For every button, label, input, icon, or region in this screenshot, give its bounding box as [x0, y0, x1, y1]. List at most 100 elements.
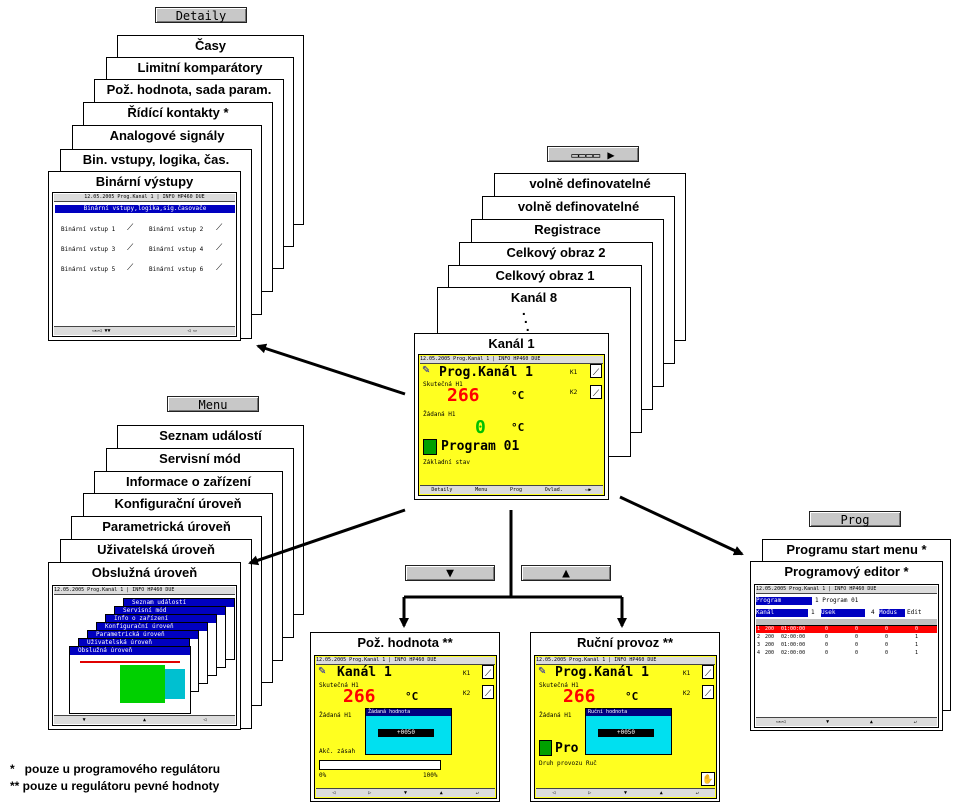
- prog-editor-cell[interactable]: 02:00:00: [781, 650, 806, 656]
- softkey-right-icon[interactable]: ▷: [368, 790, 372, 796]
- main-screen-topbar: 12.05.2005 Prog.Kanál 1 | INFO HP460 DUE: [420, 356, 603, 364]
- prog-editor-cell[interactable]: 1: [757, 626, 761, 632]
- softkey-enter-icon[interactable]: ↵: [913, 719, 917, 725]
- softkey-play-icon[interactable]: ▭▶: [585, 487, 592, 493]
- prog-editor-screen: 12.05.2005 Prog.Kanál 1 | INFO HP460 DUE…: [754, 584, 939, 728]
- channel-play-button[interactable]: ▭▭▭▭ ▶: [547, 146, 639, 162]
- manual-k2-relay-icon: ⟋: [702, 685, 714, 699]
- details-card-bin-outputs[interactable]: Binární výstupy 12.05.2005 Prog.Kanál 1 …: [48, 171, 241, 341]
- prog-editor-cell[interactable]: 0: [825, 650, 829, 656]
- prog-editor-cell[interactable]: 0: [885, 634, 889, 640]
- prog-editor-segment-value[interactable]: 4: [871, 609, 875, 616]
- prog-editor-cell[interactable]: 200: [765, 626, 775, 632]
- prog-editor-cell[interactable]: 0: [825, 626, 829, 632]
- softkey-details[interactable]: Detaily: [431, 487, 453, 493]
- details-card-bin-outputs-title: Binární výstupy: [95, 174, 194, 189]
- up-arrow-button[interactable]: ▲: [521, 565, 611, 581]
- manual-dialog-value[interactable]: +0050: [598, 729, 654, 737]
- prog-button[interactable]: Prog: [809, 511, 901, 527]
- prog-editor-cell[interactable]: 0: [855, 634, 859, 640]
- softkey-left-icon[interactable]: ◁: [332, 790, 336, 796]
- prog-editor-cell[interactable]: 2: [757, 634, 761, 640]
- setpoint-dialog[interactable]: Žádaná hodnota +0050: [365, 708, 452, 755]
- prog-editor-cell[interactable]: 200: [765, 650, 775, 656]
- prog-editor-cell[interactable]: 0: [885, 626, 889, 632]
- prog-editor-cell[interactable]: 0: [885, 642, 889, 648]
- softkey-down-icon[interactable]: ▼: [82, 717, 86, 723]
- prog-editor-cell[interactable]: 0: [885, 650, 889, 656]
- menu-card-operator-level[interactable]: Obslužná úroveň 12.05.2005 Prog.Kanál 1 …: [48, 562, 241, 730]
- mini-menu-red-line: [80, 661, 180, 663]
- prog-editor-cell[interactable]: 0: [855, 650, 859, 656]
- manual-program-state: Druh provozu Ruč: [539, 760, 597, 767]
- prog-editor-cell[interactable]: 200: [765, 634, 775, 640]
- prog-editor-channel-value[interactable]: 1: [811, 609, 815, 616]
- prog-editor-cell[interactable]: 0: [825, 642, 829, 648]
- manual-program-book-icon: [539, 740, 552, 756]
- main-k1-relay-icon: ⟋: [590, 364, 602, 378]
- manual-card[interactable]: Ruční provoz ** 12.05.2005 Prog.Kanál 1 …: [530, 632, 720, 802]
- manual-program-name: Pro: [555, 741, 579, 756]
- prog-editor-cell[interactable]: 01:00:00: [781, 642, 806, 648]
- prog-editor-mode-value[interactable]: Edit: [907, 609, 922, 616]
- softkey-operate[interactable]: Ovlad.: [544, 487, 563, 493]
- bin-input-4-switch-icon: ⟋: [216, 243, 223, 253]
- softkey-menu[interactable]: Menu: [475, 487, 488, 493]
- softkey-down-icon[interactable]: ▼: [403, 790, 407, 796]
- prog-editor-cell[interactable]: 3: [757, 642, 761, 648]
- prog-card-editor[interactable]: Programový editor * 12.05.2005 Prog.Kaná…: [750, 561, 943, 731]
- channel-card-1[interactable]: Kanál 1 12.05.2005 Prog.Kanál 1 | INFO H…: [414, 333, 609, 500]
- softkey-up-icon[interactable]: ▲: [142, 717, 146, 723]
- prog-editor-cell[interactable]: 1: [915, 650, 919, 656]
- setpoint-extra-label: Akč. zásah: [319, 748, 356, 755]
- menu-card-operator-title: Obslužná úroveň: [91, 565, 198, 580]
- setpoint-k2-label: K2: [463, 690, 471, 697]
- details-screen-header: Binární vstupy,logika,sig.časovače: [55, 205, 235, 213]
- manual-dialog[interactable]: Ruční hodnota +0050: [585, 708, 672, 755]
- mini-menu-7: Obslužná úroveň: [69, 646, 191, 714]
- softkey-up-icon[interactable]: ▲: [659, 790, 663, 796]
- prog-editor-cell[interactable]: 200: [765, 642, 775, 648]
- prog-editor-cell[interactable]: 0: [825, 634, 829, 640]
- details-button[interactable]: Detaily: [155, 7, 247, 23]
- details-screen-softkeys: ▭▭◁ ▼▼ ◁ ▭: [54, 326, 235, 335]
- setpoint-actual-label: Skutečná H1: [319, 682, 359, 689]
- prog-editor-cell[interactable]: 02:00:00: [781, 634, 806, 640]
- softkey-enter-icon[interactable]: ↵: [695, 790, 699, 796]
- softkey-prog[interactable]: Prog: [509, 487, 522, 493]
- setpoint-output-bar: [319, 760, 441, 770]
- prog-editor-cell[interactable]: 4: [757, 650, 761, 656]
- main-actual-label: Skutečná H1: [423, 381, 463, 388]
- setpoint-card[interactable]: Pož. hodnota ** 12.05.2005 Prog.Kanál 1 …: [310, 632, 500, 802]
- channel-card-1-title: Kanál 1: [488, 336, 535, 351]
- prog-editor-cell[interactable]: 0: [855, 642, 859, 648]
- prog-editor-cell[interactable]: 0: [855, 626, 859, 632]
- softkey-nav-icon[interactable]: ▭▭◁ ▼▼: [92, 328, 111, 334]
- prog-editor-program-value[interactable]: 1 Program 01: [815, 597, 859, 604]
- down-arrow-button[interactable]: ▼: [405, 565, 495, 581]
- menu-button[interactable]: Menu: [167, 396, 259, 412]
- prog-editor-cell[interactable]: 0: [915, 626, 919, 632]
- prog-editor-cell[interactable]: 1: [915, 634, 919, 640]
- setpoint-dialog-value[interactable]: +0050: [378, 729, 434, 737]
- manual-card-title: Ruční provoz **: [576, 635, 674, 650]
- prog-editor-program-label: Program: [756, 597, 812, 605]
- softkey-enter-icon[interactable]: ↵: [475, 790, 479, 796]
- manual-hand-icon: ✋: [701, 772, 715, 786]
- prog-editor-cell[interactable]: 1: [915, 642, 919, 648]
- softkey-down-icon[interactable]: ▼: [623, 790, 627, 796]
- softkey-left-icon[interactable]: ◁: [552, 790, 556, 796]
- softkey-down-icon[interactable]: ▼: [826, 719, 830, 725]
- bin-input-4-label: Binární vstup 4: [149, 246, 204, 253]
- softkey-back-icon[interactable]: ◁: [203, 717, 207, 723]
- prog-card-editor-title: Programový editor *: [784, 564, 909, 579]
- prog-editor-segment-label: Úsek: [821, 609, 865, 617]
- softkey-back-icon[interactable]: ◁ ▭: [187, 328, 197, 334]
- softkey-nav-icon[interactable]: ▭▭◁: [776, 719, 786, 725]
- main-setpoint-value: 0: [475, 417, 486, 438]
- prog-editor-table-selected-row[interactable]: [756, 626, 937, 633]
- prog-editor-cell[interactable]: 01:00:00: [781, 626, 806, 632]
- softkey-up-icon[interactable]: ▲: [869, 719, 873, 725]
- softkey-up-icon[interactable]: ▲: [439, 790, 443, 796]
- softkey-right-icon[interactable]: ▷: [588, 790, 592, 796]
